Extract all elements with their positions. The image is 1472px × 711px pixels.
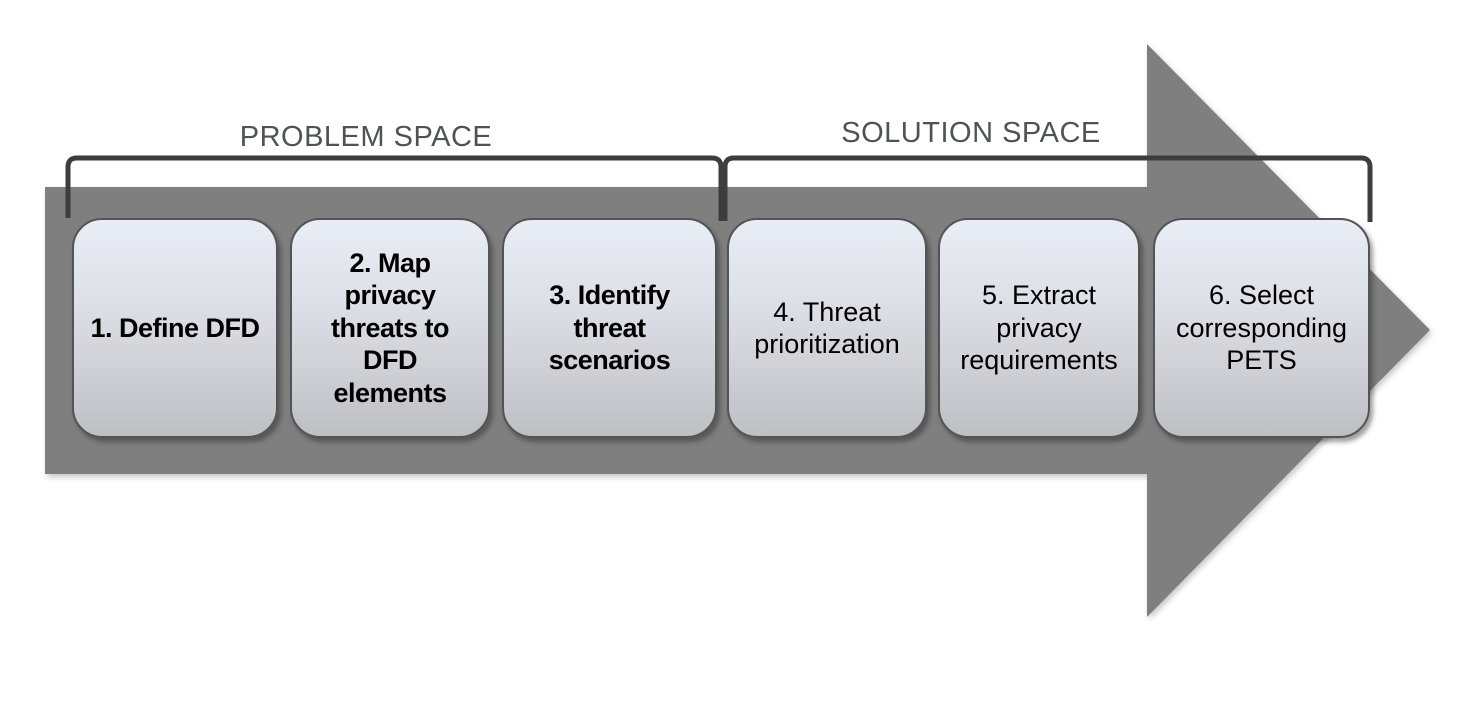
step-box-5-extract-privacy-requirements: 5. Extract privacy requirements bbox=[938, 218, 1140, 438]
solution-space-bracket bbox=[722, 155, 1373, 222]
problem-space-bracket bbox=[65, 155, 724, 221]
step-box-1-define-dfd: 1. Define DFD bbox=[72, 218, 278, 438]
step-box-6-select-corresponding-pets: 6. Select corresponding PETS bbox=[1153, 218, 1370, 438]
solution-space-label: SOLUTION SPACE bbox=[841, 117, 1101, 149]
step-box-4-threat-prioritization: 4. Threat prioritization bbox=[727, 218, 927, 438]
step-box-3-identify-threat-scenarios: 3. Identify threat scenarios bbox=[502, 218, 717, 438]
step-box-2-map-privacy-threats: 2. Map privacy threats to DFD elements bbox=[290, 218, 490, 438]
problem-space-label: PROBLEM SPACE bbox=[239, 121, 493, 153]
